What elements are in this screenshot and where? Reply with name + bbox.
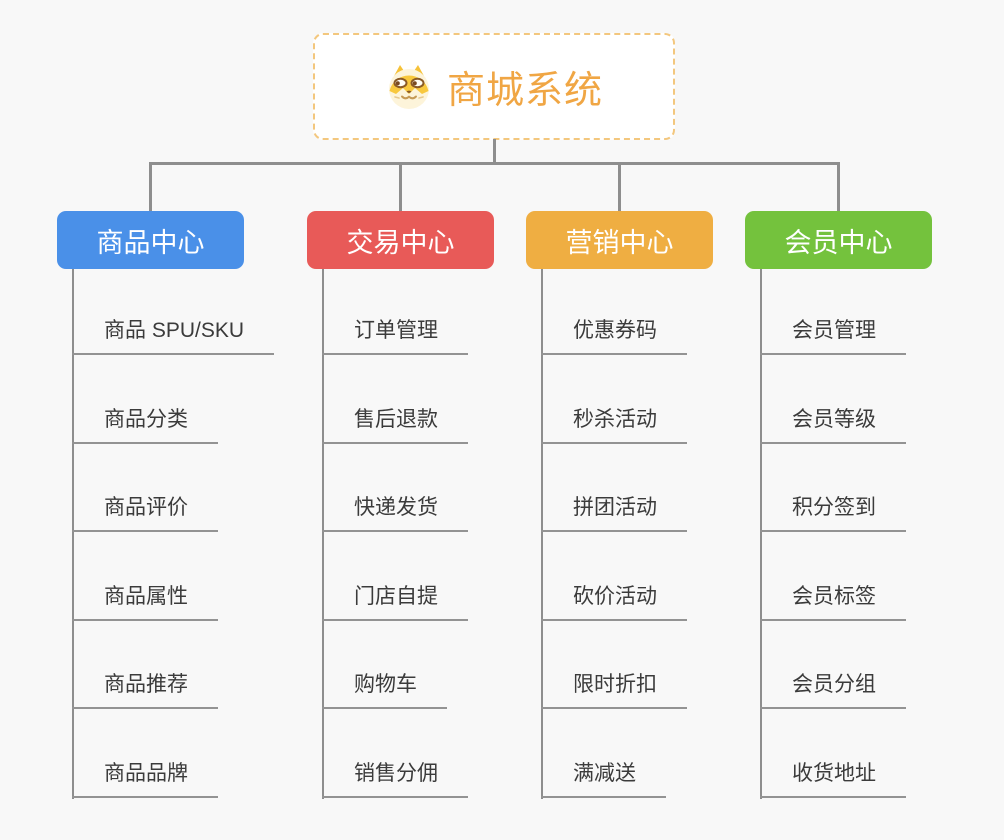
child-node-sales-commission[interactable]: 销售分佣	[322, 760, 468, 798]
root-node-mall-system[interactable]: 商城系统	[313, 33, 675, 140]
child-node-full-reduction[interactable]: 满减送	[541, 760, 666, 798]
branch-children-product-center: 商品 SPU/SKU 商品分类 商品评价 商品属性 商品推荐 商品品牌	[72, 317, 275, 840]
child-node-member-tags[interactable]: 会员标签	[760, 583, 906, 621]
root-title: 商城系统	[446, 70, 603, 112]
connector-branch-line-3	[541, 269, 543, 799]
child-node-product-attr[interactable]: 商品属性	[72, 583, 218, 621]
connector-trunk	[149, 162, 840, 165]
connector-branch-line-2	[322, 269, 324, 799]
child-node-bargain[interactable]: 砍价活动	[541, 583, 687, 621]
child-node-coupon-code[interactable]: 优惠券码	[541, 317, 687, 355]
child-node-group-buy[interactable]: 拼团活动	[541, 494, 687, 533]
branch-node-trade-center[interactable]: 交易中心	[307, 211, 494, 269]
branch-node-product-center[interactable]: 商品中心	[57, 211, 244, 269]
connector-drop-2	[399, 164, 402, 211]
child-node-product-brand[interactable]: 商品品牌	[72, 760, 218, 798]
child-node-after-sale-refund[interactable]: 售后退款	[322, 406, 468, 444]
connector-root-stem	[493, 139, 496, 164]
child-node-order-management[interactable]: 订单管理	[322, 317, 468, 355]
branch-children-marketing-center: 优惠券码 秒杀活动 拼团活动 砍价活动 限时折扣 满减送	[541, 317, 687, 840]
child-node-points-checkin[interactable]: 积分签到	[760, 494, 906, 533]
branch-children-member-center: 会员管理 会员等级 积分签到 会员标签 会员分组 收货地址	[760, 317, 906, 840]
child-node-limited-discount[interactable]: 限时折扣	[541, 671, 687, 710]
child-node-product-category[interactable]: 商品分类	[72, 406, 218, 444]
child-node-member-management[interactable]: 会员管理	[760, 317, 906, 355]
branch-node-member-center[interactable]: 会员中心	[745, 211, 932, 269]
branch-node-marketing-center[interactable]: 营销中心	[526, 211, 713, 269]
child-node-store-pickup[interactable]: 门店自提	[322, 583, 468, 621]
connector-drop-3	[618, 164, 621, 211]
child-node-shipping-address[interactable]: 收货地址	[760, 760, 906, 798]
connector-branch-line-1	[72, 269, 74, 799]
child-node-member-groups[interactable]: 会员分组	[760, 671, 906, 710]
child-node-member-level[interactable]: 会员等级	[760, 406, 906, 444]
child-node-product-spu-sku[interactable]: 商品 SPU/SKU	[72, 317, 275, 355]
connector-branch-line-4	[760, 269, 762, 799]
child-node-shopping-cart[interactable]: 购物车	[322, 671, 447, 710]
connector-drop-1	[149, 164, 152, 211]
shiba-dog-icon	[388, 64, 429, 109]
child-node-product-review[interactable]: 商品评价	[72, 494, 218, 533]
branch-children-trade-center: 订单管理 售后退款 快递发货 门店自提 购物车 销售分佣	[322, 317, 468, 840]
child-node-product-recommend[interactable]: 商品推荐	[72, 671, 218, 710]
child-node-flash-sale[interactable]: 秒杀活动	[541, 406, 687, 444]
child-node-express-delivery[interactable]: 快递发货	[322, 494, 468, 533]
connector-drop-4	[837, 164, 840, 211]
